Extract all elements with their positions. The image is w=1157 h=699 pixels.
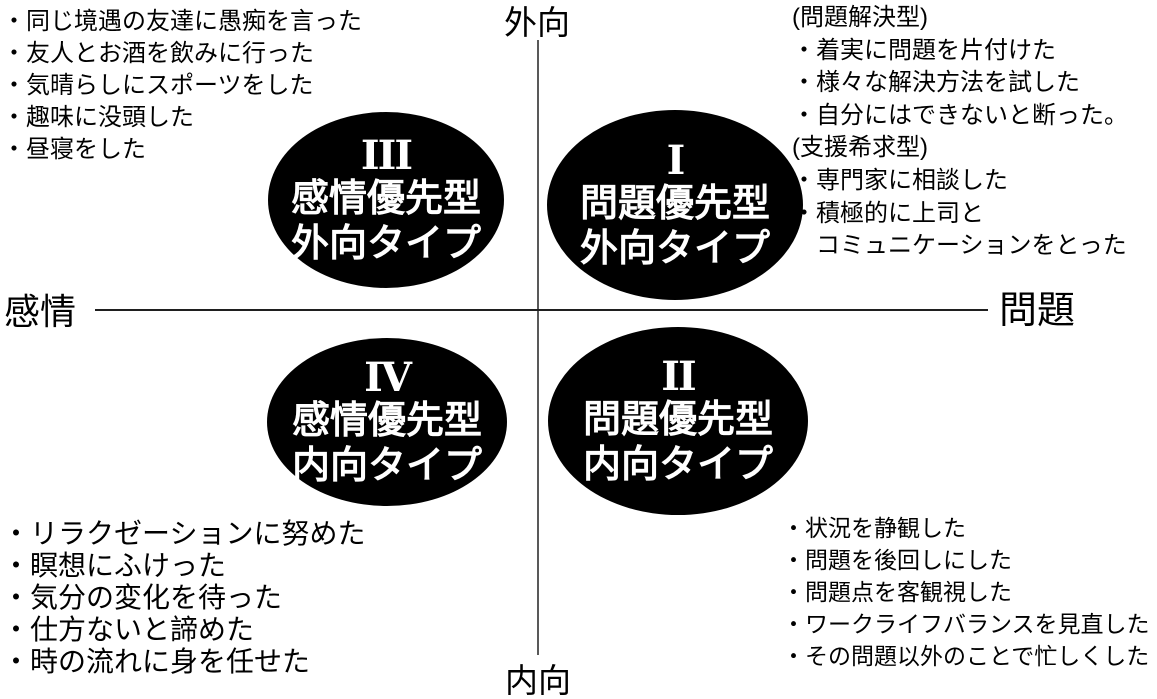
list-item: ・昼寝をした — [2, 136, 146, 163]
list-heading: (支援希求型) — [792, 134, 928, 162]
list-item: ・専門家に相談した — [792, 166, 1008, 194]
list-item: ・着実に問題を片付けた — [792, 36, 1056, 64]
list-item-continuation: コミュニケーションをとった — [792, 232, 1127, 260]
list-item: ・様々な解決方法を試した — [792, 69, 1080, 97]
list-item: ・自分にはできないと断った。 — [792, 101, 1128, 129]
quadrant-numeral: III — [360, 131, 413, 179]
coping-list-emotion-introvert: ・リラクゼーションに努めた ・瞑想にふけった ・気分の変化を待った ・仕方ないと… — [2, 518, 365, 678]
quadrant-numeral: IV — [364, 353, 412, 401]
quadrant-orientation-label: 外向タイプ — [579, 227, 770, 270]
coping-list-problem-extrovert: (問題解決型) ・着実に問題を片付けた ・様々な解決方法を試した ・自分にはでき… — [792, 2, 1128, 263]
list-item: ・問題を後回しにした — [782, 547, 1012, 573]
quadrant-numeral: II — [661, 352, 696, 400]
quadrant-type-label: 問題優先型 — [582, 398, 773, 441]
quadrant-ellipse-2-problem-introvert: II 問題優先型 内向タイプ — [548, 327, 808, 515]
quadrant-ellipse-4-emotion-introvert: IV 感情優先型 内向タイプ — [267, 338, 507, 506]
list-item: ・気晴らしにスポーツをした — [2, 72, 314, 99]
list-item: ・瞑想にふけった — [2, 550, 227, 581]
list-item: ・気分の変化を待った — [2, 582, 283, 613]
quadrant-ellipse-3-emotion-extrovert: III 感情優先型 外向タイプ — [268, 112, 504, 288]
list-item: ・ワークライフバランスを見直した — [782, 611, 1150, 637]
axis-label-extrovert: 外向 — [504, 4, 570, 41]
axis-label-emotion: 感情 — [4, 291, 77, 332]
quadrant-type-label: 感情優先型 — [290, 177, 481, 220]
coping-list-emotion-extrovert: ・同じ境遇の友達に愚痴を言った ・友人とお酒を飲みに行った ・気晴らしにスポーツ… — [2, 6, 362, 166]
list-item: ・趣味に没頭した — [2, 104, 194, 131]
list-item: ・仕方ないと諦めた — [2, 614, 255, 645]
quadrant-ellipse-1-problem-extrovert: I 問題優先型 外向タイプ — [547, 110, 803, 300]
quadrant-orientation-label: 外向タイプ — [290, 222, 481, 265]
quadrant-orientation-label: 内向タイプ — [582, 443, 773, 486]
quadrant-numeral: I — [666, 136, 686, 184]
list-item: ・友人とお酒を飲みに行った — [2, 40, 314, 67]
quadrant-type-label: 感情優先型 — [291, 399, 482, 442]
quadrant-orientation-label: 内向タイプ — [291, 444, 482, 487]
axis-label-introvert: 内向 — [505, 662, 571, 699]
list-item: ・同じ境遇の友達に愚痴を言った — [2, 8, 362, 35]
list-item: ・その問題以外のことで忙しくした — [782, 643, 1150, 669]
list-item: ・リラクゼーションに努めた — [2, 518, 366, 549]
list-item: ・時の流れに身を任せた — [2, 646, 311, 677]
list-item: ・問題点を客観視した — [782, 579, 1012, 605]
coping-list-problem-introvert: ・状況を静観した ・問題を後回しにした ・問題点を客観視した ・ワークライフバラ… — [782, 512, 1150, 672]
axis-label-problem: 問題 — [999, 290, 1076, 332]
list-item: ・状況を静観した — [782, 515, 966, 541]
vertical-axis-line — [537, 40, 539, 655]
list-heading: (問題解決型) — [792, 4, 928, 31]
list-item: ・積極的に上司と — [792, 199, 984, 227]
horizontal-axis-line — [95, 309, 988, 311]
quadrant-type-label: 問題優先型 — [579, 182, 770, 225]
